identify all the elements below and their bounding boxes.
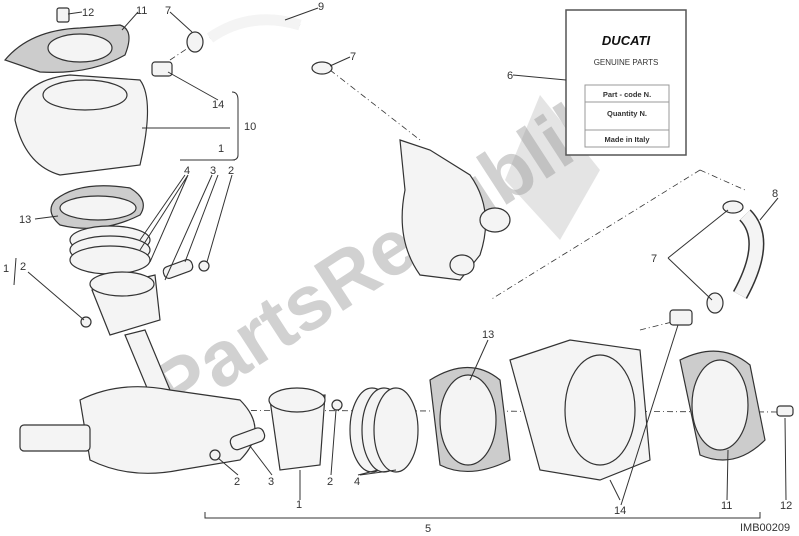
clamp-7 [186, 31, 204, 53]
callout-8: 8 [772, 188, 778, 200]
callout-labels: 12 11 7 9 7 14 10 1 4 3 2 13 1 2 6 8 7 1… [3, 1, 792, 535]
dowel-pin-12 [56, 7, 70, 23]
callout-2: 2 [234, 476, 240, 488]
water-pump [399, 139, 511, 281]
label-row: Quantity N. [607, 109, 647, 118]
callout-9: 9 [318, 1, 324, 13]
genuine-parts-label: DUCATI GENUINE PARTS Part - code N. Quan… [565, 9, 687, 156]
callout-3: 3 [268, 476, 274, 488]
callout-1: 1 [296, 499, 302, 511]
piston-pin-3 [162, 259, 194, 279]
callout-14: 14 [212, 99, 224, 111]
callout-1: 1 [3, 263, 9, 275]
callout-7: 7 [651, 253, 657, 265]
crankshaft [19, 386, 256, 474]
callout-7: 7 [350, 51, 356, 63]
callout-12: 12 [82, 7, 94, 19]
callout-10: 10 [244, 121, 256, 133]
diagram-code: IMB00209 [740, 522, 790, 534]
label-row: Part - code N. [603, 90, 651, 99]
label-row: Made in Italy [604, 135, 650, 144]
nipple-14 [151, 61, 173, 77]
callout-6: 6 [507, 70, 513, 82]
callout-5: 5 [425, 523, 431, 535]
callout-13: 13 [482, 329, 494, 341]
cylinder-assembly-bottom [209, 339, 794, 481]
callout-2: 2 [20, 261, 26, 273]
watermark-gear-icon [505, 95, 600, 240]
callout-11: 11 [721, 500, 732, 512]
callout-11: 11 [136, 5, 147, 17]
callout-2: 2 [228, 165, 234, 177]
cylinder-assembly-top [3, 7, 333, 396]
hose-8-assembly [669, 200, 765, 326]
clamp-7b [311, 61, 333, 75]
callout-7: 7 [165, 5, 171, 17]
hose-9 [206, 14, 302, 43]
callout-2: 2 [327, 476, 333, 488]
callout-14: 14 [614, 505, 626, 517]
brand-logo: DUCATI [602, 33, 651, 48]
callout-13: 13 [19, 214, 31, 226]
callout-12: 12 [780, 500, 792, 512]
label-subtitle: GENUINE PARTS [594, 58, 659, 67]
circlip-2 [198, 260, 210, 272]
callout-4: 4 [184, 165, 190, 177]
callout-3: 3 [210, 165, 216, 177]
callout-1: 1 [218, 143, 224, 155]
callout-4: 4 [354, 476, 360, 488]
